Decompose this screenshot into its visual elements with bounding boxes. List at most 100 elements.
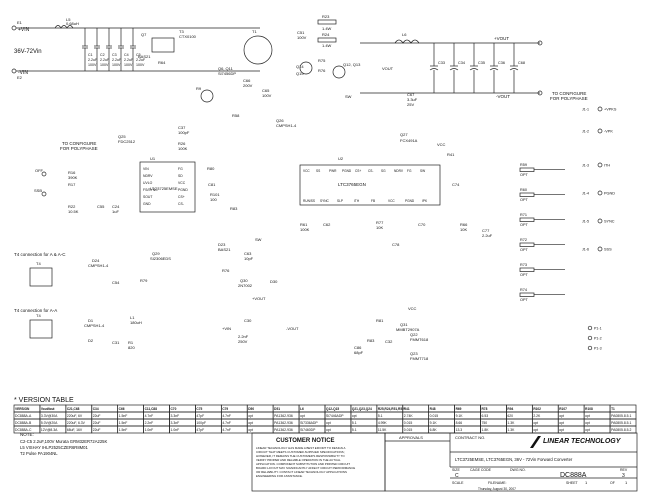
vcc-net-label: VCC: [437, 142, 446, 147]
r16-ref: R16: [68, 170, 76, 175]
input-cap-voltage: 100V: [88, 63, 97, 67]
u2-pin-bottom: IPK: [422, 199, 428, 203]
version-table-value: opt: [585, 428, 590, 432]
u2-pin-top: SW: [420, 169, 425, 173]
approvals-label: APPROVALS: [399, 435, 423, 440]
r83-lower-ref: R83: [367, 338, 375, 343]
u2-ref: U2: [338, 156, 344, 161]
version-table-header: Q12-Q15: [326, 407, 339, 411]
opt-resistor: [519, 217, 535, 222]
jumper-terminal[interactable]: [597, 162, 603, 168]
version-table-value: opt: [533, 428, 538, 432]
version-table-value: 4.7nF: [222, 428, 231, 432]
opt-resistor: [519, 242, 535, 247]
r1-value: 820: [128, 345, 135, 350]
q6-q11-part: Si7456DP: [218, 71, 236, 76]
u2-pin-top: PGND: [342, 169, 352, 173]
version-table-value: 68uF, 16V: [67, 428, 83, 432]
opt-resistor-value: OPT: [520, 173, 528, 177]
c86-value: 68pF: [354, 350, 364, 355]
notes-title: NOTE:: [20, 432, 34, 437]
u2-pin-bottom: ITH: [354, 199, 360, 203]
vout-neg-terminal[interactable]: [537, 90, 543, 96]
l1-value: 180uH: [130, 320, 142, 325]
version-table-value: DC888A-A: [15, 414, 32, 418]
q26-part: CMPSH1-4: [276, 123, 297, 128]
u1-pin-left: SOUT: [143, 195, 152, 199]
r9-ref: R9: [196, 86, 202, 91]
u2-pin-top: NDRV: [394, 169, 404, 173]
note-line: T2 Pulse PA1904NL: [20, 451, 58, 456]
c37-value: 100pF: [178, 130, 190, 135]
u2-pin-bottom: VCC: [388, 199, 395, 203]
ssb-terminal[interactable]: [41, 191, 47, 197]
jumper-label: ITH: [604, 164, 610, 168]
u1-pin-right: CS+: [178, 195, 185, 199]
u2-pin-top: CS-: [368, 169, 374, 173]
version-table-value: 2.2nF: [145, 421, 154, 425]
opt-resistor-value: OPT: [520, 223, 528, 227]
t1-ref: T1: [252, 29, 257, 34]
jumper-terminal[interactable]: [597, 218, 603, 224]
sw-gate-label: SW: [255, 237, 262, 242]
t3-transformer: [151, 37, 175, 53]
jumper-terminal[interactable]: [597, 246, 603, 252]
l5-inductor: [54, 25, 74, 29]
version-table-header: R48: [430, 407, 436, 411]
r77-value: 10K: [376, 225, 383, 230]
version-table-header: R94: [507, 407, 513, 411]
version-table-value: 750: [482, 421, 488, 425]
version-table-value: opt: [248, 421, 253, 425]
r80-ref: R80: [207, 166, 215, 171]
p1-jumper-terminal[interactable]: [587, 335, 593, 341]
r24-ref: R24: [322, 32, 330, 37]
u1-pin-right: FG: [178, 167, 183, 171]
jumper-terminal[interactable]: [597, 106, 603, 112]
off-terminal[interactable]: [41, 171, 47, 177]
input-cap-ref: C4: [124, 53, 129, 57]
u1-ic: [139, 161, 196, 213]
d1-ref: D1: [88, 318, 94, 323]
version-table-value: 3.3nF: [171, 421, 180, 425]
r81-ref: R81: [376, 318, 384, 323]
version-table-value: 6.8K: [430, 428, 438, 432]
r66-ref: R66: [460, 222, 468, 227]
version-table-value: 5.1: [352, 428, 357, 432]
p1-jumper-terminal[interactable]: [587, 325, 593, 331]
u2-pin-top: SG: [381, 169, 386, 173]
version-table-header: R69: [456, 407, 462, 411]
version-table-value: 2.74K: [404, 414, 414, 418]
r76-gate-ref: R76: [222, 268, 230, 273]
version-table-header: Vout/Iout: [41, 407, 56, 411]
c55-ref: C55: [97, 204, 105, 209]
p1-jumper-terminal[interactable]: [587, 345, 593, 351]
u2-pin-top: SS: [316, 169, 320, 173]
version-table-value: Si7460DP: [300, 428, 316, 432]
schematic-title: LTC3725EMSE, LTC3765EGN, 36V - 72Vin For…: [455, 457, 573, 462]
of-label: OF: [610, 481, 615, 485]
r76-ref: R76: [318, 68, 326, 73]
input-cap-voltage: 100V: [124, 63, 133, 67]
c65-ref: C65: [262, 88, 270, 93]
jumper-terminal[interactable]: [597, 190, 603, 196]
vout-pos-terminal[interactable]: [537, 40, 543, 46]
jumper-ref: J1-2: [582, 130, 589, 134]
e2-label: E2: [17, 75, 23, 80]
opt-resistor-value: OPT: [520, 273, 528, 277]
r24-value: 1.4W: [322, 43, 332, 48]
r64-ref: R64: [158, 60, 166, 65]
t4-ab-title: T4 connection for A & A-C: [14, 252, 66, 257]
of-value: 1: [625, 480, 628, 485]
version-table-value: opt: [559, 421, 564, 425]
jumper-terminal[interactable]: [597, 128, 603, 134]
version-table-value: 5.1: [352, 421, 357, 425]
version-table-header: D51: [274, 407, 280, 411]
c66-ref: C66: [243, 78, 251, 83]
vin-pos-terminal[interactable]: [11, 25, 17, 31]
right-polyphase-config: TO CONFIGURE FOR POLYPHASE R59OPTR60OPTR…: [519, 91, 617, 351]
q30-ref: Q30: [240, 278, 248, 283]
vin-neg-terminal[interactable]: [11, 68, 17, 74]
opt-resistor-ref: R60: [520, 188, 527, 192]
